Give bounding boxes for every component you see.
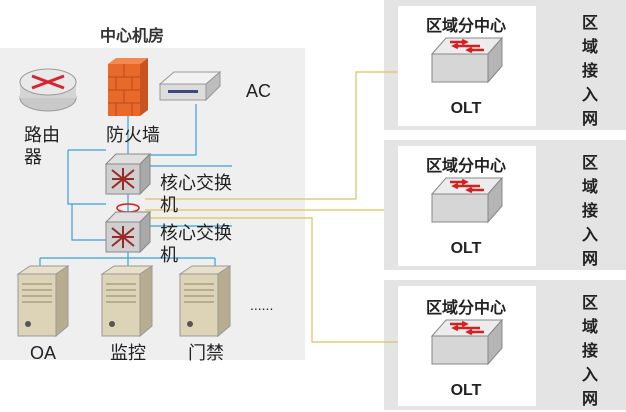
server-icon — [16, 265, 70, 338]
server-icon — [100, 265, 154, 338]
router-label: 路由器 — [24, 125, 60, 167]
more-servers-ellipsis: ...... — [250, 297, 274, 313]
core-switch-icon — [104, 152, 152, 196]
olt-switch-icon — [430, 176, 504, 224]
server-door-label: 门禁 — [188, 343, 224, 363]
ac-label: AC — [246, 81, 272, 101]
firewall-icon — [108, 58, 148, 116]
region-title: 区域分中心 — [425, 300, 506, 317]
core-switch-1-label: 核心交换机 — [160, 173, 232, 215]
core-switch-icon — [104, 210, 152, 254]
core-room-title: 中心机房 — [100, 28, 165, 45]
router-icon — [19, 68, 77, 112]
region-title: 区域分中心 — [425, 158, 506, 175]
olt-label: OLT — [450, 100, 482, 117]
region-access-label: 区域接入网 — [581, 15, 598, 128]
server-oa-label: OA — [30, 343, 57, 363]
server-icon — [178, 265, 232, 338]
olt-label: OLT — [450, 240, 482, 257]
core-switch-2-label: 核心交换机 — [160, 223, 232, 265]
region-access-label: 区域接入网 — [581, 155, 598, 268]
region-access-label: 区域接入网 — [581, 295, 598, 408]
access-controller-icon — [158, 70, 222, 102]
firewall-label: 防火墙 — [106, 125, 160, 145]
olt-label: OLT — [450, 382, 482, 399]
region-title: 区域分中心 — [425, 18, 506, 35]
server-monitor-label: 监控 — [110, 343, 146, 363]
olt-switch-icon — [430, 36, 504, 84]
olt-switch-icon — [430, 318, 504, 366]
